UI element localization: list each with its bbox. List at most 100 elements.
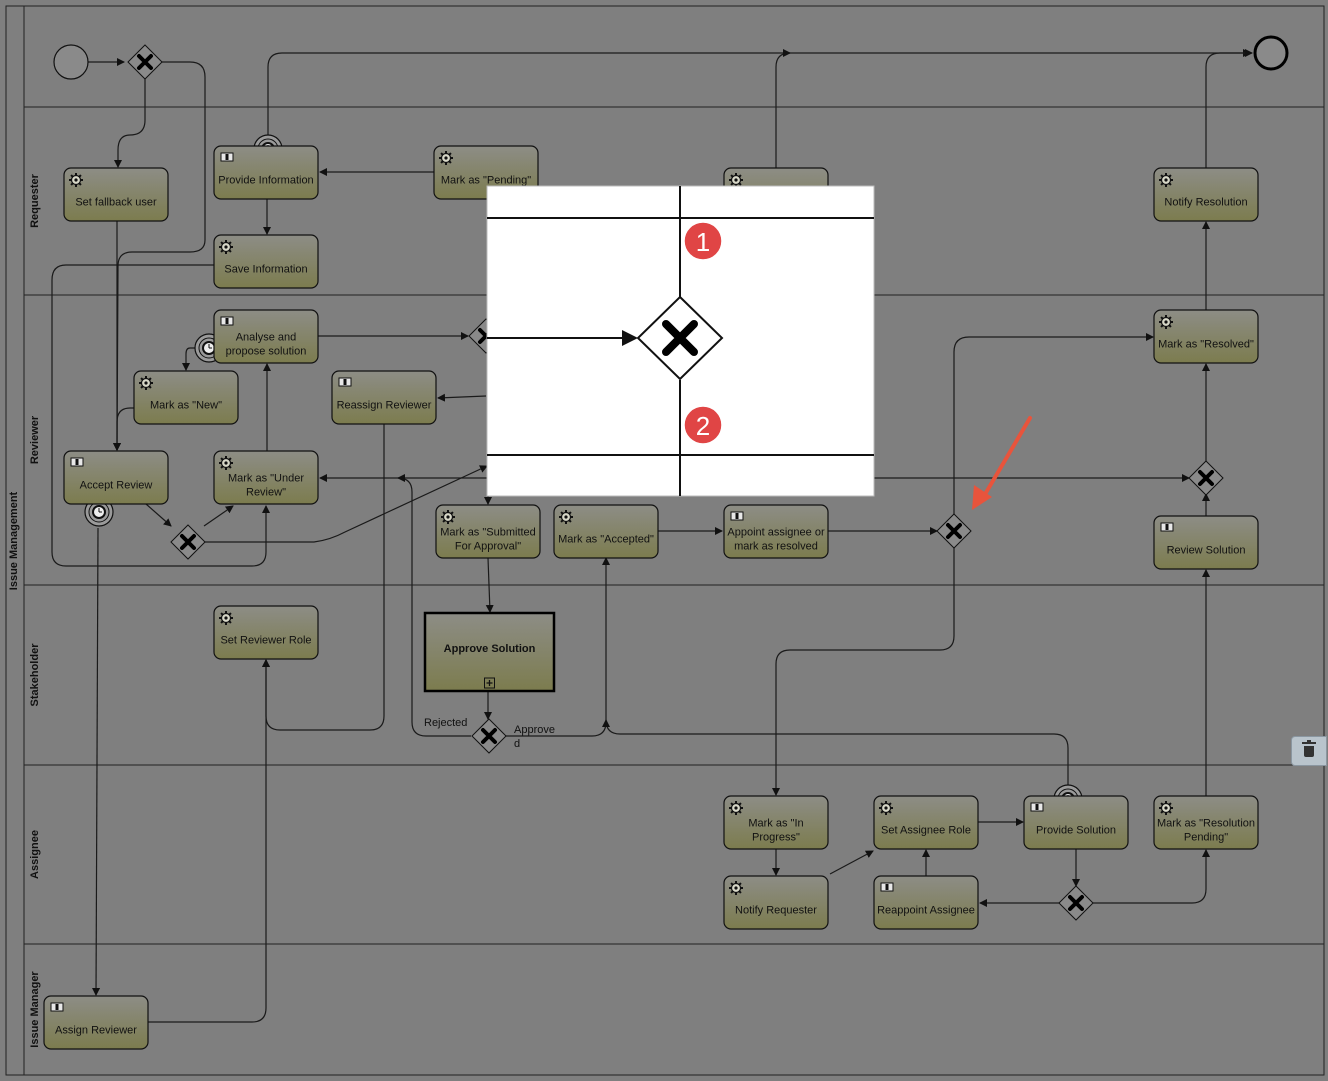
sequence-flow[interactable]: [953, 333, 1154, 514]
gear-icon: [1159, 801, 1173, 815]
sequence-flow[interactable]: [485, 557, 494, 613]
sequence-flow[interactable]: [113, 407, 134, 451]
gear-icon: [219, 240, 233, 254]
user-icon: [1160, 522, 1174, 532]
task-label: Reappoint Assignee: [877, 905, 975, 917]
sequence-flow[interactable]: [1205, 49, 1253, 168]
user-icon: [220, 316, 234, 326]
task-label: Mark as "Pending": [441, 175, 531, 187]
sequence-flow[interactable]: [203, 505, 234, 527]
task-label: Mark as "Submitted: [440, 527, 536, 539]
task-review-solution[interactable]: Review Solution: [1153, 515, 1259, 570]
lane-label-stakeholder: Stakeholder: [29, 643, 41, 707]
task-label: Progress": [752, 832, 800, 844]
flow-label-rejected: Rejected: [424, 717, 467, 729]
sequence-flow[interactable]: [92, 527, 101, 996]
task-label: Set Reviewer Role: [220, 635, 311, 647]
task-reappoint-assignee[interactable]: Reappoint Assignee: [873, 875, 979, 930]
exclusive-gateway[interactable]: [935, 512, 973, 550]
svg-text:2: 2: [696, 411, 710, 441]
task-accept-review[interactable]: Accept Review: [63, 450, 169, 505]
user-icon: [880, 882, 894, 892]
task-label: Review Solution: [1167, 545, 1246, 557]
start-event[interactable]: [53, 44, 89, 80]
sequence-flow[interactable]: [182, 347, 195, 371]
task-assign-reviewer[interactable]: Assign Reviewer: [43, 995, 149, 1050]
zoom-inset: 1 2: [486, 185, 875, 497]
sequence-flow[interactable]: [51, 264, 270, 567]
sequence-flow[interactable]: [113, 61, 206, 451]
sequence-flow[interactable]: [602, 719, 1069, 788]
gear-icon: [69, 173, 83, 187]
task-label: Set fallback user: [75, 197, 157, 209]
task-label: Mark as "Accepted": [558, 534, 654, 546]
exclusive-gateway[interactable]: [1187, 459, 1225, 497]
task-label: Mark as "Under: [228, 473, 304, 485]
task-mark-resolved[interactable]: Mark as "Resolved": [1153, 309, 1259, 364]
task-mark-new[interactable]: Mark as "New": [133, 370, 239, 425]
task-reassign-reviewer[interactable]: Reassign Reviewer: [331, 370, 437, 425]
exclusive-gateway[interactable]: [169, 523, 207, 561]
task-set-reviewer-role[interactable]: Set Reviewer Role: [213, 605, 319, 660]
sequence-flow[interactable]: [267, 49, 1251, 137]
task-label: Approve Solution: [444, 643, 536, 655]
task-label: For Approval": [455, 541, 521, 553]
lanes: Issue Management RequesterReviewerStakeho…: [5, 5, 1325, 1076]
task-label: Assign Reviewer: [55, 1025, 137, 1037]
gear-icon: [879, 801, 893, 815]
end-event[interactable]: [1253, 35, 1289, 71]
lane-label-issue-manager: Issue Manager: [29, 971, 41, 1048]
exclusive-gateway[interactable]: [126, 43, 164, 81]
sequence-flow[interactable]: [775, 49, 791, 168]
task-label: Reassign Reviewer: [337, 400, 432, 412]
sequence-flow[interactable]: [262, 424, 385, 731]
task-label: Mark as "Resolution: [1157, 818, 1255, 830]
task-label: Notify Resolution: [1164, 197, 1247, 209]
gear-icon: [441, 510, 455, 524]
task-notify-resolution[interactable]: Notify Resolution: [1153, 167, 1259, 222]
lane-label-reviewer: Reviewer: [29, 415, 41, 464]
sequence-flow[interactable]: [205, 465, 488, 543]
sequence-flow[interactable]: [148, 659, 270, 1023]
sequence-flow[interactable]: [437, 393, 487, 402]
sequence-flow[interactable]: [772, 548, 955, 796]
task-label: Set Assignee Role: [881, 825, 971, 837]
task-provide-information[interactable]: Provide Information: [213, 145, 319, 200]
timer-icon[interactable]: [84, 497, 114, 527]
task-label: Review": [246, 487, 286, 499]
task-save-information[interactable]: Save Information: [213, 234, 319, 289]
task-notify-requester[interactable]: Notify Requester: [723, 875, 829, 930]
sequence-flow[interactable]: [829, 850, 874, 875]
sequence-flow[interactable]: [145, 503, 172, 527]
sequence-flow[interactable]: [1093, 849, 1210, 904]
task-label: propose solution: [226, 346, 307, 358]
task-set-fallback-user[interactable]: Set fallback user: [63, 167, 169, 222]
pool-border: [5, 5, 1325, 1076]
task-approve-solution[interactable]: Approve Solution: [423, 611, 556, 693]
gear-icon: [1159, 315, 1173, 329]
gear-icon: [729, 801, 743, 815]
trash-icon[interactable]: [1291, 736, 1327, 766]
exclusive-gateway[interactable]: [470, 717, 508, 755]
task-mark-pending[interactable]: Mark as "Pending": [433, 145, 539, 200]
gear-icon: [729, 881, 743, 895]
lane-label-assignee: Assignee: [29, 830, 41, 879]
sequence-flow[interactable]: [397, 474, 471, 737]
sequence-flow[interactable]: [114, 79, 146, 168]
task-provide-solution[interactable]: Provide Solution: [1023, 795, 1129, 850]
pool-label: Issue Management: [8, 491, 20, 590]
gear-icon: [219, 456, 233, 470]
task-set-assignee-role[interactable]: Set Assignee Role: [873, 795, 979, 850]
exclusive-gateway[interactable]: [1057, 884, 1095, 922]
gear-icon: [559, 510, 573, 524]
zoom-exclusive-gateway[interactable]: [636, 295, 724, 381]
lane-label-requester: Requester: [29, 173, 41, 228]
task-mark-accepted[interactable]: Mark as "Accepted": [553, 504, 659, 559]
plus-icon[interactable]: [484, 677, 495, 689]
